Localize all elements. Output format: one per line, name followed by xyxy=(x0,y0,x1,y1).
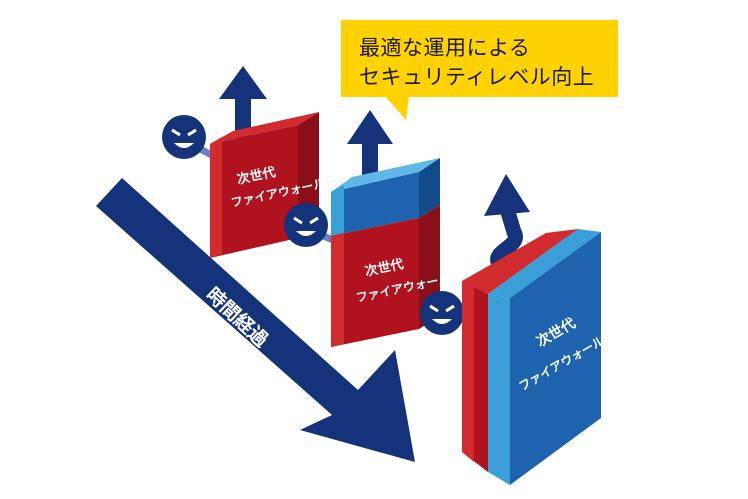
callout-line-2: セキュリティレベル向上 xyxy=(359,65,595,89)
attacker-icon xyxy=(162,115,206,159)
callout-line-1: 最適な運用による xyxy=(359,36,531,60)
attacker-icon xyxy=(284,203,328,247)
firewall-box-3: 次世代 ファイアウォール xyxy=(420,174,607,485)
box-1-line1: 次世代 xyxy=(236,164,277,188)
up-arrow-icon xyxy=(484,174,530,265)
up-arrow-icon xyxy=(347,110,393,180)
callout-box: 最適な運用による セキュリティレベル向上 xyxy=(341,20,618,97)
callout-pointer xyxy=(385,96,409,120)
attacker-icon xyxy=(420,291,464,335)
box-2-line1: 次世代 xyxy=(364,256,405,280)
